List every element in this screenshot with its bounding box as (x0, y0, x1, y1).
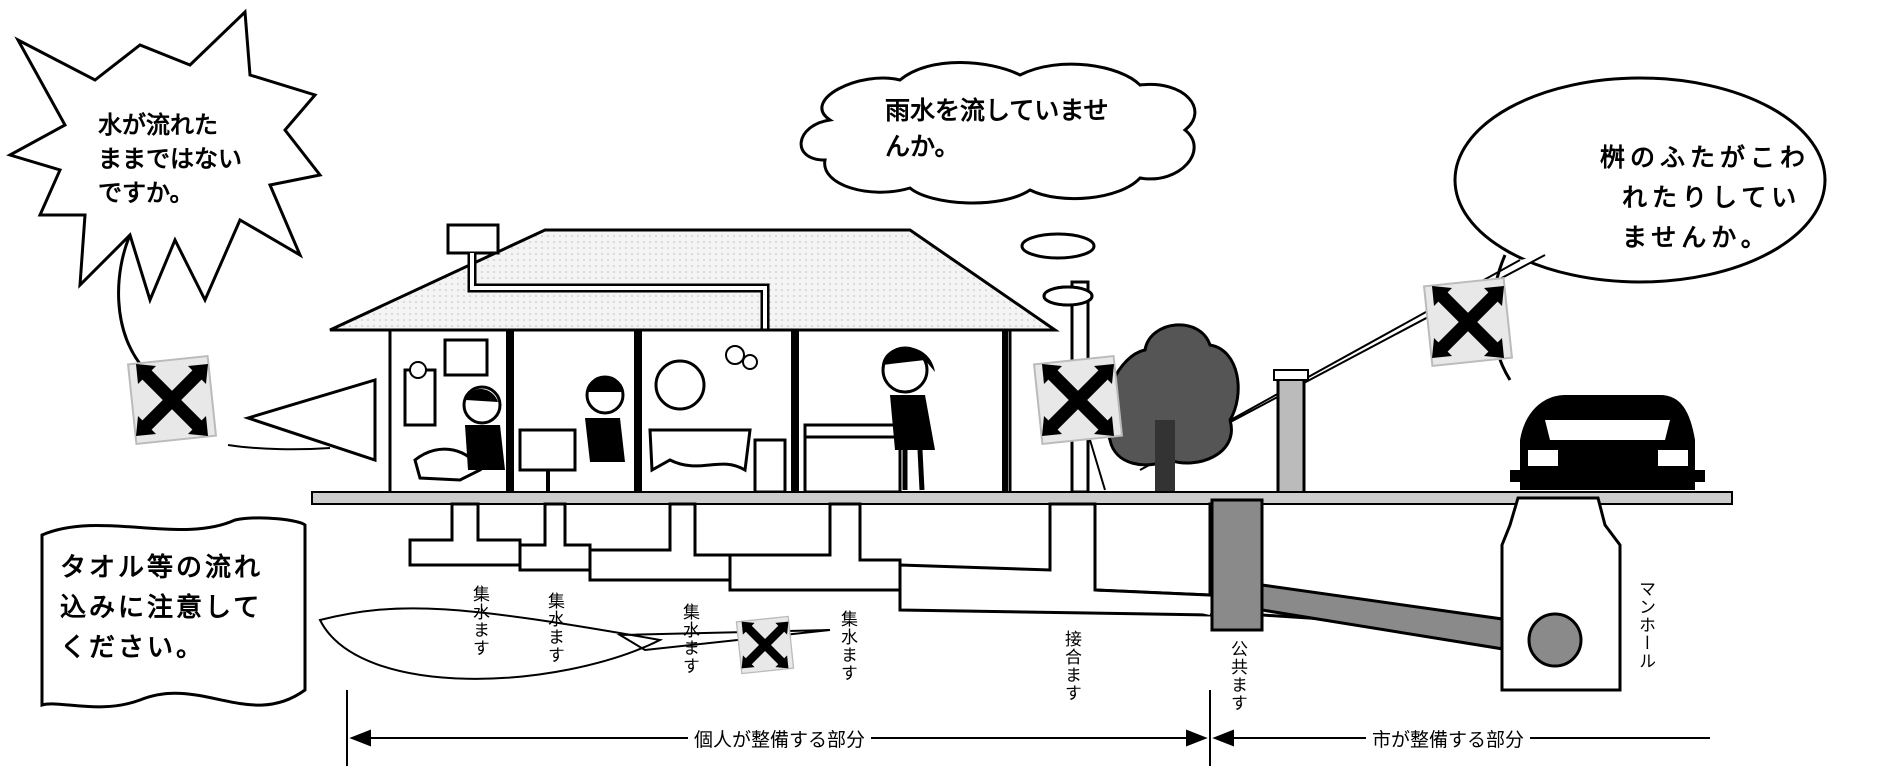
rainwater-text: 雨水を流していませ んか。 (885, 96, 1109, 161)
catch-basin-label: 集水ます (679, 603, 699, 675)
x-mark-icon (1424, 278, 1512, 366)
banner-bubble (40, 516, 307, 709)
cloud-bubble (799, 61, 1197, 205)
towel-text: タオル等の流れ 込みに注意して ください。 (60, 553, 264, 663)
junction-basin-label: 接合ます (1061, 630, 1081, 702)
water-running-text: 水が流れた ままではない ですか。 (98, 111, 242, 207)
speech-bubble (1453, 76, 1827, 284)
city-section-label: 市が整備する部分 (1366, 725, 1531, 752)
x-mark-icon (1034, 356, 1122, 444)
lid-broken-text: 桝のふたがこわ れたりしてい ませんか。 (1600, 143, 1811, 252)
tree (1104, 323, 1240, 492)
catch-basin-label: 集水ます (469, 585, 489, 657)
starburst-bubble (6, 8, 323, 305)
public-basin-label: 公共ます (1227, 640, 1247, 712)
x-mark-icon (128, 356, 216, 444)
catch-basin-label: 集水ます (544, 592, 564, 664)
catch-basin-label: 集水ます (837, 610, 857, 682)
x-mark-icon (736, 616, 793, 673)
house (329, 223, 1060, 497)
car (1510, 395, 1705, 490)
public-basin (1210, 498, 1264, 632)
private-section-label: 個人が整備する部分 (688, 725, 872, 752)
manhole-label: マンホール (1635, 580, 1655, 670)
